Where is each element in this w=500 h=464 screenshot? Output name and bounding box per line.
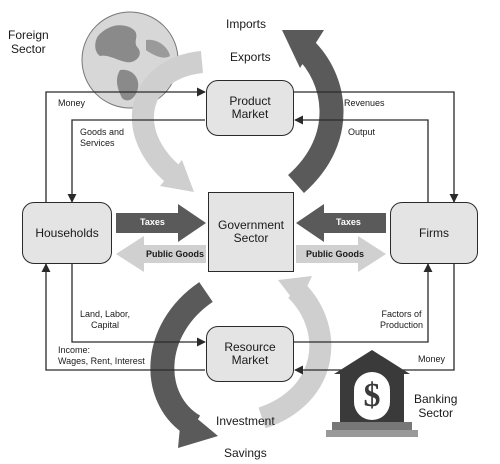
income-line [41,263,205,371]
money-bottom-label: Money [418,354,446,364]
investment-flow-arrow [258,282,332,429]
taxes-left-label: Taxes [140,217,165,227]
resource-market-node: Resource Market [206,326,294,382]
exports-label: Exports [230,50,271,64]
households-node: Households [22,202,112,264]
banking-sector-label: Banking Sector [414,392,458,420]
investment-flow-arrowhead [278,276,312,306]
land-labor-capital-line [71,262,206,347]
public-goods-left-label: Public Goods [146,249,205,259]
savings-flow-arrow [150,282,214,437]
imports-label: Imports [226,17,267,31]
public-goods-right-arrow [296,236,386,272]
investment-label: Investment [216,414,275,428]
firms-node: Firms [390,202,478,264]
public-goods-right-label: Public Goods [306,249,365,259]
revenues-line [294,91,459,203]
exports-flow-arrowhead [160,160,194,192]
savings-flow-arrowhead [178,406,218,448]
money-top-line [45,87,206,204]
factors-line [294,263,433,343]
taxes-right-label: Taxes [336,217,361,227]
product-market-node: Product Market [206,80,294,136]
imports-flow-arrow [287,39,344,193]
foreign-sector-label: Foreign Sector [8,28,49,56]
output-line [294,115,429,202]
government-sector-node: Government Sector [208,192,294,272]
income-label: Income: Wages, Rent, Interest [58,345,145,366]
dollar-sign-icon: $ [354,372,390,420]
output-label: Output [348,127,376,137]
goods-services-label: Goods and Services [80,127,125,148]
savings-label: Savings [224,446,267,460]
taxes-right-arrow [296,204,386,242]
globe-icon [81,11,179,109]
land-labor-capital-label: Land, Labor, Capital [80,309,131,330]
public-goods-left-arrow [116,236,206,272]
taxes-left-arrow [116,204,206,242]
imports-flow-arrowhead [282,30,324,68]
factors-of-production-label: Factors of Production [380,309,424,330]
exports-flow-arrow [131,51,204,185]
revenues-label: Revenues [344,98,385,108]
money-top-label: Money [58,98,86,108]
goods-services-line [67,119,205,203]
